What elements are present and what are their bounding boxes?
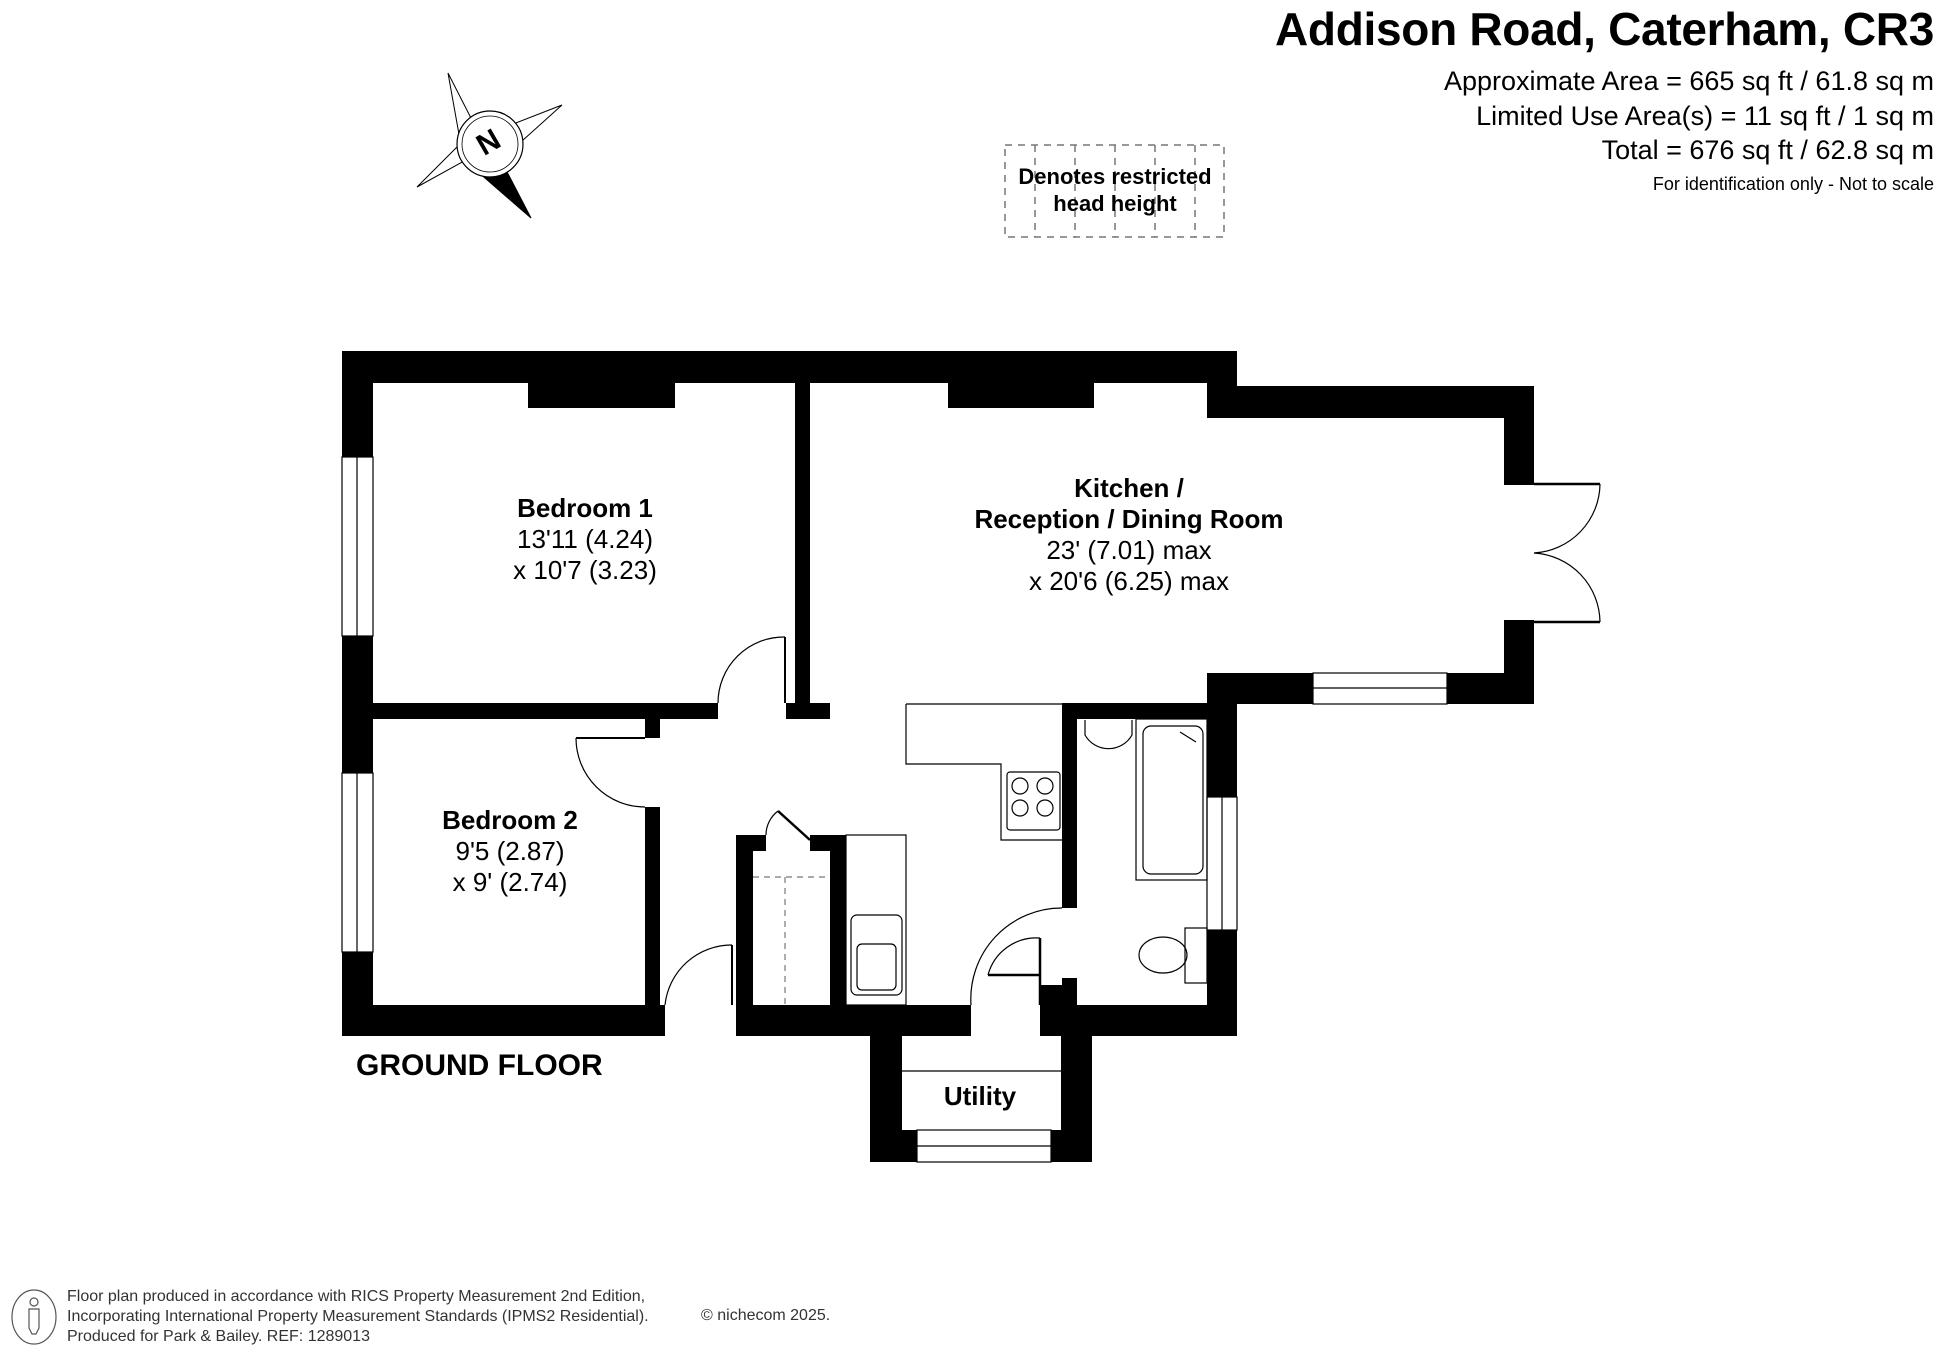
room-name-line-1: Kitchen / [1074, 473, 1184, 503]
person-icon [11, 1289, 57, 1345]
walls [342, 351, 1534, 1162]
property-title: Addison Road, Caterham, CR3 [1275, 3, 1934, 55]
room-dimension-2: x 9' (2.74) [452, 867, 568, 897]
limited-use-area: Limited Use Area(s) = 11 sq ft / 1 sq m [1476, 101, 1934, 131]
room-utility: Utility [920, 1081, 1040, 1112]
room-name: Bedroom 1 [517, 493, 653, 523]
copyright: © nichecom 2025. [701, 1307, 831, 1324]
room-name: Bedroom 2 [442, 805, 578, 835]
floor-label: GROUND FLOOR [356, 1049, 603, 1082]
room-dimension-2: x 20'6 (6.25) max [1028, 566, 1230, 596]
footer-line-2: Incorporating International Property Mea… [67, 1308, 649, 1325]
legend-line-2: head height [1053, 191, 1177, 216]
total-area: Total = 676 sq ft / 62.8 sq m [1601, 135, 1934, 165]
footer-line-1: Floor plan produced in accordance with R… [67, 1288, 646, 1305]
room-dimension-1: 9'5 (2.87) [455, 836, 565, 866]
room-name-line-2: Reception / Dining Room [974, 504, 1284, 534]
legend-line-1: Denotes restricted [1018, 164, 1212, 189]
footer-text: Floor plan produced in accordance with R… [67, 1287, 649, 1347]
windows [341, 456, 1448, 1163]
room-bedroom-2: Bedroom 2 9'5 (2.87) x 9' (2.74) [400, 805, 620, 898]
approximate-area: Approximate Area = 665 sq ft / 61.8 sq m [1443, 66, 1934, 96]
compass-north-icon [416, 72, 563, 219]
room-dimension-1: 23' (7.01) max [1046, 535, 1212, 565]
room-kitchen-reception-dining: Kitchen / Reception / Dining Room 23' (7… [929, 473, 1329, 597]
fixtures [753, 703, 1208, 1072]
room-dimension-2: x 10'7 (3.23) [513, 555, 657, 585]
restricted-height-legend: Denotes restricted head height [1005, 163, 1225, 217]
room-dimension-1: 13'11 (4.24) [516, 524, 654, 554]
room-bedroom-1: Bedroom 1 13'11 (4.24) x 10'7 (3.23) [470, 493, 700, 586]
doors [575, 482, 1601, 1006]
restricted-height-legend-box [1004, 144, 1225, 238]
scale-note: For identification only - Not to scale [1652, 174, 1934, 194]
room-name: Utility [943, 1081, 1017, 1111]
footer-line-3: Produced for Park & Bailey. REF: 1289013 [67, 1328, 370, 1345]
